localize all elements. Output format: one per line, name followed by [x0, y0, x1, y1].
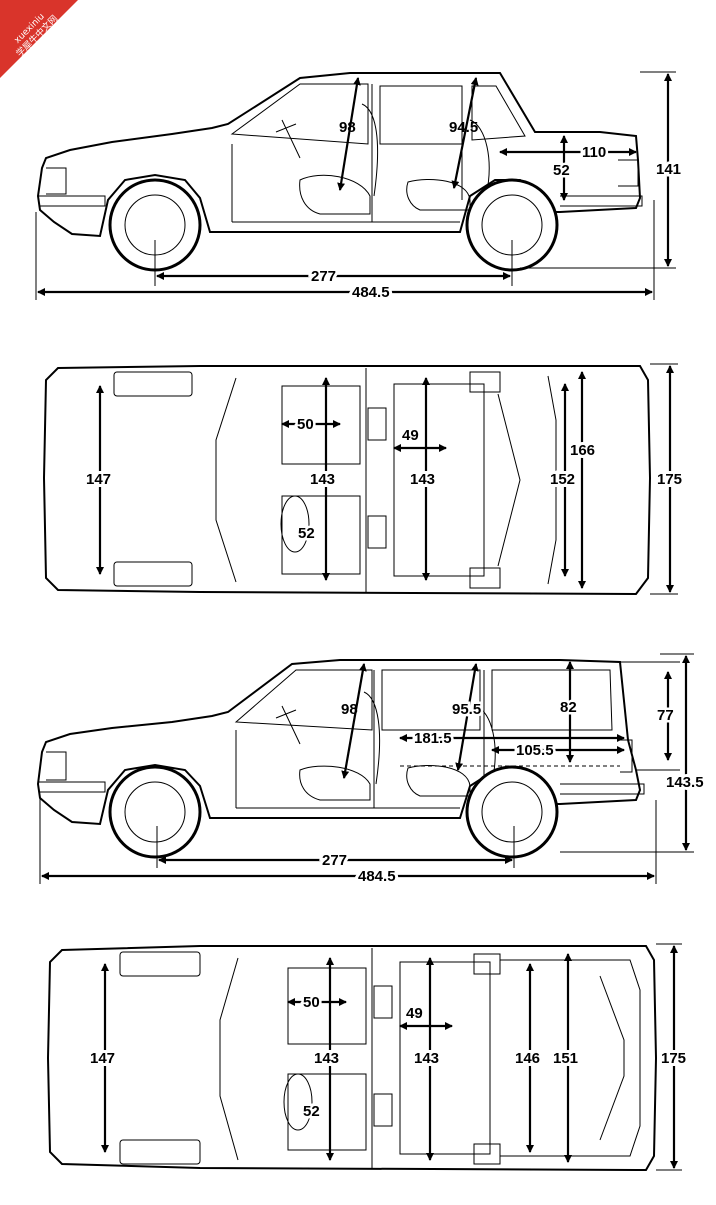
wagon-top-label-cargo-outer: 151	[553, 1050, 578, 1067]
wagon-side-label-head-rear: 95.5	[452, 701, 481, 718]
sedan-side-label-length: 484.5	[352, 284, 390, 301]
wagon-doors	[235, 670, 485, 809]
wagon-steering-wheel	[275, 705, 301, 745]
sedan-side-label-trunk-length: 110	[582, 144, 606, 161]
wagon-top-view: 147 50 143 49 143 52 146 151 175	[46, 943, 689, 1172]
sedan-side-dim-head-front	[337, 77, 361, 191]
wagon-side-view: 98 95.5 82 77 181.5 105.5 143.5 277 484.	[36, 653, 707, 888]
wagon-top-outline	[46, 945, 658, 1172]
wagon-top-label-cargo-inner: 146	[515, 1050, 540, 1067]
sedan-steering-wheel	[275, 119, 301, 159]
wagon-side-label-cargo-short: 105.5	[516, 742, 554, 759]
sedan-top-front-fender-left	[113, 371, 193, 397]
wagon-headlight	[46, 751, 67, 781]
wagon-rear-wheel	[465, 765, 559, 859]
wagon-top-label-front-track: 147	[90, 1050, 115, 1067]
sedan-top-front-seats	[281, 385, 387, 575]
wagon-top-label-wheel-dia: 52	[303, 1103, 320, 1120]
sedan-side-label-head-front: 98	[339, 119, 356, 136]
wagon-side-label-wheelbase: 277	[322, 852, 347, 869]
wagon-top-label-width: 175	[661, 1050, 686, 1067]
sedan-taillight	[618, 159, 639, 187]
wagon-top-front-seats	[287, 967, 393, 1151]
sedan-side-view: 98 94.5 110 52 141 277 484.5	[35, 71, 684, 304]
sedan-top-outline	[42, 365, 652, 596]
sedan-top-rear-window	[497, 375, 557, 585]
wagon-side-label-height: 143.5	[666, 774, 704, 791]
sedan-side-label-trunk-height: 52	[553, 162, 570, 179]
wagon-side-label-head-front: 98	[341, 701, 358, 718]
wagon-top-cargo-area	[500, 959, 641, 1157]
sedan-top-label-legroom: 49	[402, 427, 419, 444]
sedan-headlight	[46, 167, 67, 195]
wagon-top-front-fender-left	[119, 951, 201, 977]
wagon-side-label-tailgate: 77	[657, 707, 674, 724]
sedan-side-dim-head-rear	[451, 77, 479, 189]
sedan-top-view: 147 50 143 49 143 52 152 166 175	[42, 363, 685, 596]
sedan-front-seat	[299, 103, 379, 215]
wagon-front-wheel	[108, 765, 202, 859]
wagon-bumper-rear	[560, 783, 645, 795]
sedan-side-label-wheelbase: 277	[311, 268, 336, 285]
wagon-side-dim-head-front	[341, 663, 367, 779]
wagon-side-label-length: 484.5	[358, 868, 396, 885]
wagon-front-rim	[124, 781, 186, 843]
sedan-side-label-head-rear: 94.5	[449, 119, 478, 136]
sedan-top-label-trunk-outer: 166	[570, 442, 595, 459]
sedan-top-label-shoulder-rear: 143	[410, 471, 435, 488]
wagon-rear-rim	[481, 781, 543, 843]
sedan-top-steering-wheel	[280, 495, 310, 553]
sedan-top-front-fender-right	[113, 561, 193, 587]
wagon-side-label-cargo-height: 82	[560, 699, 577, 716]
wagon-side-label-cargo-long: 181.5	[414, 730, 452, 747]
wagon-front-seat	[299, 691, 381, 801]
sedan-top-windshield	[215, 377, 237, 583]
sedan-bumper-rear	[560, 195, 643, 207]
watermark-corner	[0, 0, 78, 78]
wagon-side-dim-head-rear	[455, 663, 479, 771]
sedan-top-label-trunk-inner: 152	[550, 471, 575, 488]
sedan-side-label-height: 141	[656, 161, 681, 178]
wagon-taillight	[620, 739, 633, 773]
wagon-top-label-shoulder-rear: 143	[414, 1050, 439, 1067]
wagon-top-label-shoulder-front: 143	[314, 1050, 339, 1067]
sedan-top-label-width: 175	[657, 471, 682, 488]
sedan-bumper-front	[38, 195, 106, 207]
sedan-doors	[231, 84, 463, 223]
sedan-top-rear-seat	[393, 371, 501, 589]
wagon-top-front-fender-right	[119, 1139, 201, 1165]
wagon-top-windshield	[219, 957, 239, 1161]
wagon-top-label-seat-depth: 50	[303, 994, 320, 1011]
sedan-top-label-wheel-dia: 52	[298, 525, 315, 542]
wagon-windows	[234, 669, 613, 731]
sedan-top-label-seat-depth: 50	[297, 416, 314, 433]
wagon-top-rear-seat	[399, 953, 501, 1165]
wagon-bumper-front	[38, 781, 106, 793]
wagon-top-label-legroom: 49	[406, 1005, 423, 1022]
sedan-top-label-front-track: 147	[86, 471, 111, 488]
wagon-top-steering-wheel	[283, 1073, 313, 1131]
sedan-top-label-shoulder-front: 143	[310, 471, 335, 488]
